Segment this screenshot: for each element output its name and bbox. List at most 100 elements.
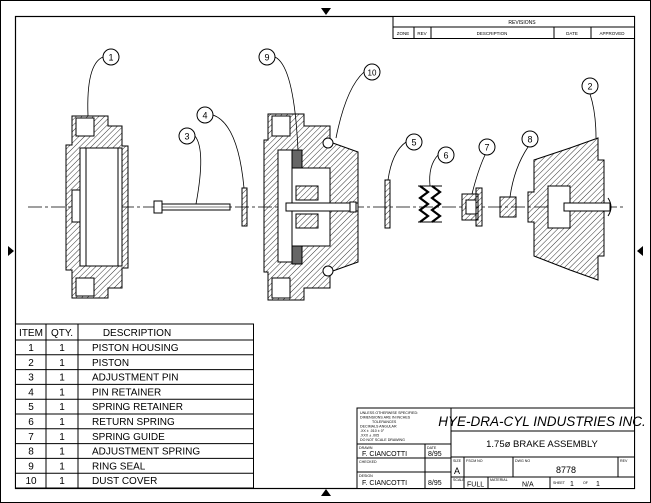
part-adjustment-spring	[499, 196, 517, 218]
bom-row-2-item: 2	[28, 358, 34, 369]
bom-row-5-item: 5	[28, 402, 34, 413]
tolerance-line-4: .XX ± .010 ± 0°	[360, 429, 385, 433]
bom-row-3-item: 3	[28, 373, 34, 384]
center-mark-bottom-icon	[321, 489, 331, 496]
balloon-3-label: 3	[184, 132, 189, 142]
bom-row-9-desc: RING SEAL	[92, 461, 146, 472]
bom-row-4-item: 4	[28, 387, 34, 398]
part-adjustment-pin	[153, 200, 231, 214]
bom-row-8-qty: 1	[59, 447, 65, 458]
balloon-6-label: 6	[443, 151, 448, 161]
drawn-date: 8/95	[428, 451, 442, 458]
part-piston	[527, 137, 612, 281]
sheet-number: 1	[570, 481, 574, 488]
bom-row-1-desc: PISTON HOUSING	[92, 343, 179, 354]
size-label: SIZE	[453, 459, 462, 463]
tolerance-line-5: .XXX ± .005	[360, 434, 379, 438]
bom-row-3-qty: 1	[59, 373, 65, 384]
design-by: F. CIANCOTTI	[362, 480, 407, 487]
balloon-9-label: 9	[264, 53, 269, 63]
size-value: A	[454, 466, 460, 476]
center-mark-left-icon	[8, 246, 14, 256]
bom-row-9-item: 9	[28, 461, 34, 472]
bill-of-materials: ITEM QTY. DESCRIPTION 1 1 PISTON HOUSING 2 1…	[15, 323, 254, 489]
part-piston-housing	[65, 115, 129, 299]
bom-row-5-desc: SPRING RETAINER	[92, 402, 183, 413]
center-mark-right-icon	[637, 246, 643, 256]
part-return-spring	[418, 185, 442, 223]
part-center-assembly	[263, 113, 359, 301]
bom-row-7-item: 7	[28, 432, 34, 443]
rev-header-approved: APPROVED	[599, 31, 625, 36]
checked-label: CHECKED	[359, 460, 377, 464]
of-label: OF	[583, 481, 589, 485]
bom-row-4-qty: 1	[59, 387, 65, 398]
balloon-10-label: 10	[368, 69, 377, 78]
sheet-label: SHEET	[553, 481, 566, 485]
tolerance-line-3: DECIMALS ANGULAR	[360, 425, 397, 429]
design-date: 8/95	[428, 480, 442, 487]
bom-row-6-desc: RETURN SPRING	[92, 417, 175, 428]
bom-header-qty: QTY.	[51, 328, 73, 339]
company-name: HYE-DRA-CYL INDUSTRIES INC.	[438, 414, 646, 429]
drawn-date-label: DATE	[427, 446, 437, 450]
material-label: MATERIAL	[490, 478, 508, 482]
design-label: DESIGN	[359, 474, 373, 478]
tolerance-line-2: TOLERANCES	[372, 420, 397, 424]
balloon-1-label: 1	[108, 53, 113, 63]
part-pin-retainer	[241, 187, 248, 227]
tolerance-line-0: UNLESS OTHERWISE SPECIFIED:	[360, 411, 418, 415]
balloon-7-label: 7	[484, 143, 489, 153]
balloon-5-label: 5	[411, 138, 416, 148]
tolerance-line-6: DO NOT SCALE DRAWING	[360, 438, 405, 442]
rev-label: REV	[620, 459, 628, 463]
bom-row-7-desc: SPRING GUIDE	[92, 432, 165, 443]
bom-row-7-qty: 1	[59, 432, 65, 443]
scale-label: SCALE	[453, 478, 465, 482]
bom-header-item: ITEM	[19, 328, 43, 339]
bom-row-5-qty: 1	[59, 402, 65, 413]
balloon-8-label: 8	[527, 135, 532, 145]
part-spring-guide	[461, 187, 483, 227]
dwg-no-label: DWG NO	[515, 459, 530, 463]
balloon-8	[521, 130, 539, 148]
drawn-label: DRAWN	[359, 446, 373, 450]
balloon-4-label: 4	[202, 111, 207, 121]
drawing-title: 1.75ø BRAKE ASSEMBLY	[486, 439, 598, 450]
material-value: N/A	[522, 482, 534, 489]
fscm-label: FSCM NO	[466, 459, 483, 463]
revisions-title: REVISIONS	[508, 20, 536, 26]
bom-row-9-qty: 1	[59, 461, 65, 472]
revisions-block: REVISIONS ZONE REV DESCRIPTION DATE APPR…	[392, 16, 635, 39]
dwg-no: 8778	[556, 465, 576, 475]
bom-row-2-desc: PISTON	[92, 358, 129, 369]
bom-header-description: DESCRIPTION	[103, 328, 171, 339]
callout-balloons: 1 2 3 4 9 10 5 6 7 8	[87, 48, 599, 205]
rev-header-rev: REV	[417, 31, 426, 36]
center-mark-top-icon	[321, 8, 331, 15]
bom-row-10-item: 10	[25, 476, 37, 487]
balloon-7	[478, 138, 496, 156]
bom-row-8-item: 8	[28, 447, 34, 458]
bom-row-6-item: 6	[28, 417, 34, 428]
drawn-by: F. CIANCOTTI	[362, 451, 407, 458]
bom-row-1-item: 1	[28, 343, 34, 354]
title-block: UNLESS OTHERWISE SPECIFIED: DIMENSIONS A…	[356, 407, 646, 489]
bom-row-2-qty: 1	[59, 358, 65, 369]
bom-row-4-desc: PIN RETAINER	[92, 387, 161, 398]
rev-header-date: DATE	[566, 31, 578, 36]
bom-row-10-desc: DUST COVER	[92, 476, 157, 487]
part-spring-retainer	[384, 179, 391, 229]
balloon-2-label: 2	[587, 82, 592, 92]
bom-row-1-qty: 1	[59, 343, 65, 354]
scale-value: FULL	[467, 482, 484, 489]
bom-row-10-qty: 1	[59, 476, 65, 487]
bom-row-8-desc: ADJUSTMENT SPRING	[92, 447, 200, 458]
sheet-total: 1	[596, 481, 600, 488]
bom-row-3-desc: ADJUSTMENT PIN	[92, 373, 179, 384]
inner-border	[14, 15, 636, 490]
tolerance-line-1: DIMENSIONS ARE IN INCHES	[360, 416, 411, 420]
bom-row-6-qty: 1	[59, 417, 65, 428]
